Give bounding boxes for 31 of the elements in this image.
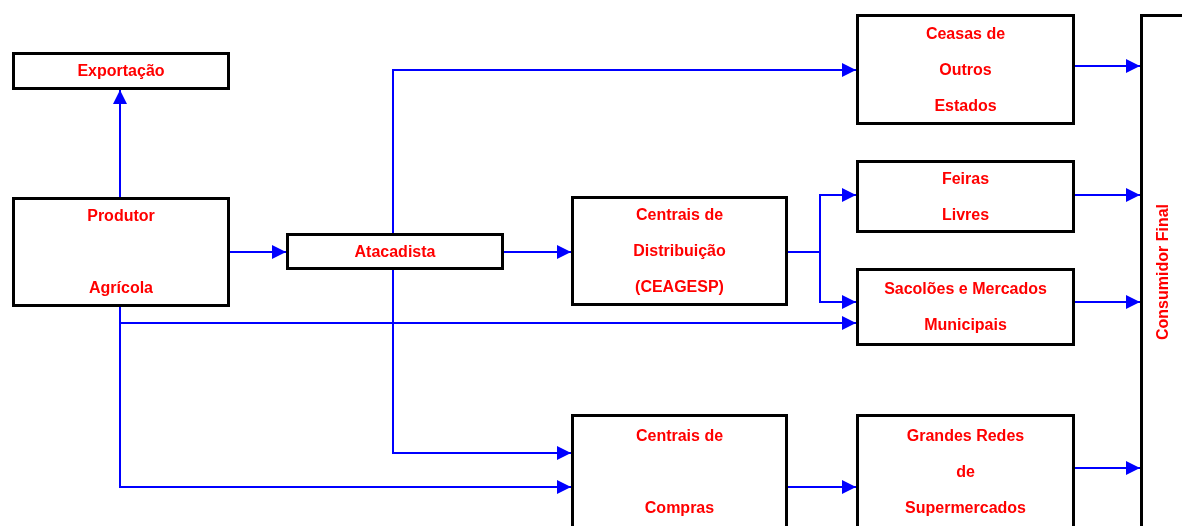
arrow: [113, 89, 127, 198]
process-box: [856, 160, 1075, 233]
process-box: [12, 197, 230, 307]
process-box: [286, 233, 504, 270]
arrow: [1074, 461, 1141, 475]
process-box: [856, 414, 1075, 526]
process-box: [856, 14, 1075, 125]
arrow: [503, 245, 572, 259]
arrow: [392, 269, 572, 460]
arrow: [392, 63, 857, 234]
process-box: [856, 268, 1075, 346]
arrow: [1074, 295, 1141, 309]
process-box: [571, 414, 788, 526]
arrow: [787, 251, 857, 309]
node-label: Produtor Agrícola: [86, 206, 156, 298]
vertical-box: [1140, 14, 1182, 526]
node-label: Ceasas de Outros Estados: [924, 23, 1007, 116]
arrow: [1074, 188, 1141, 202]
node-label: Grandes Redes de Supermercados: [904, 426, 1027, 518]
node-label: Exportação: [77, 61, 165, 81]
arrow: [229, 245, 287, 259]
node-label: Atacadista: [354, 241, 436, 262]
arrow: [787, 480, 857, 494]
process-box: [12, 52, 230, 90]
process-box: [571, 196, 788, 306]
node-label: Sacolões e Mercados Municipais: [883, 279, 1048, 335]
node-label: Centrais de Distribuição (CEAGESP): [632, 205, 727, 297]
node-label: Consumidor Final: [1153, 204, 1172, 340]
node-label: Centrais de Compras: [634, 426, 725, 518]
node-label: Feiras Livres: [940, 168, 991, 225]
arrow: [1074, 59, 1141, 73]
